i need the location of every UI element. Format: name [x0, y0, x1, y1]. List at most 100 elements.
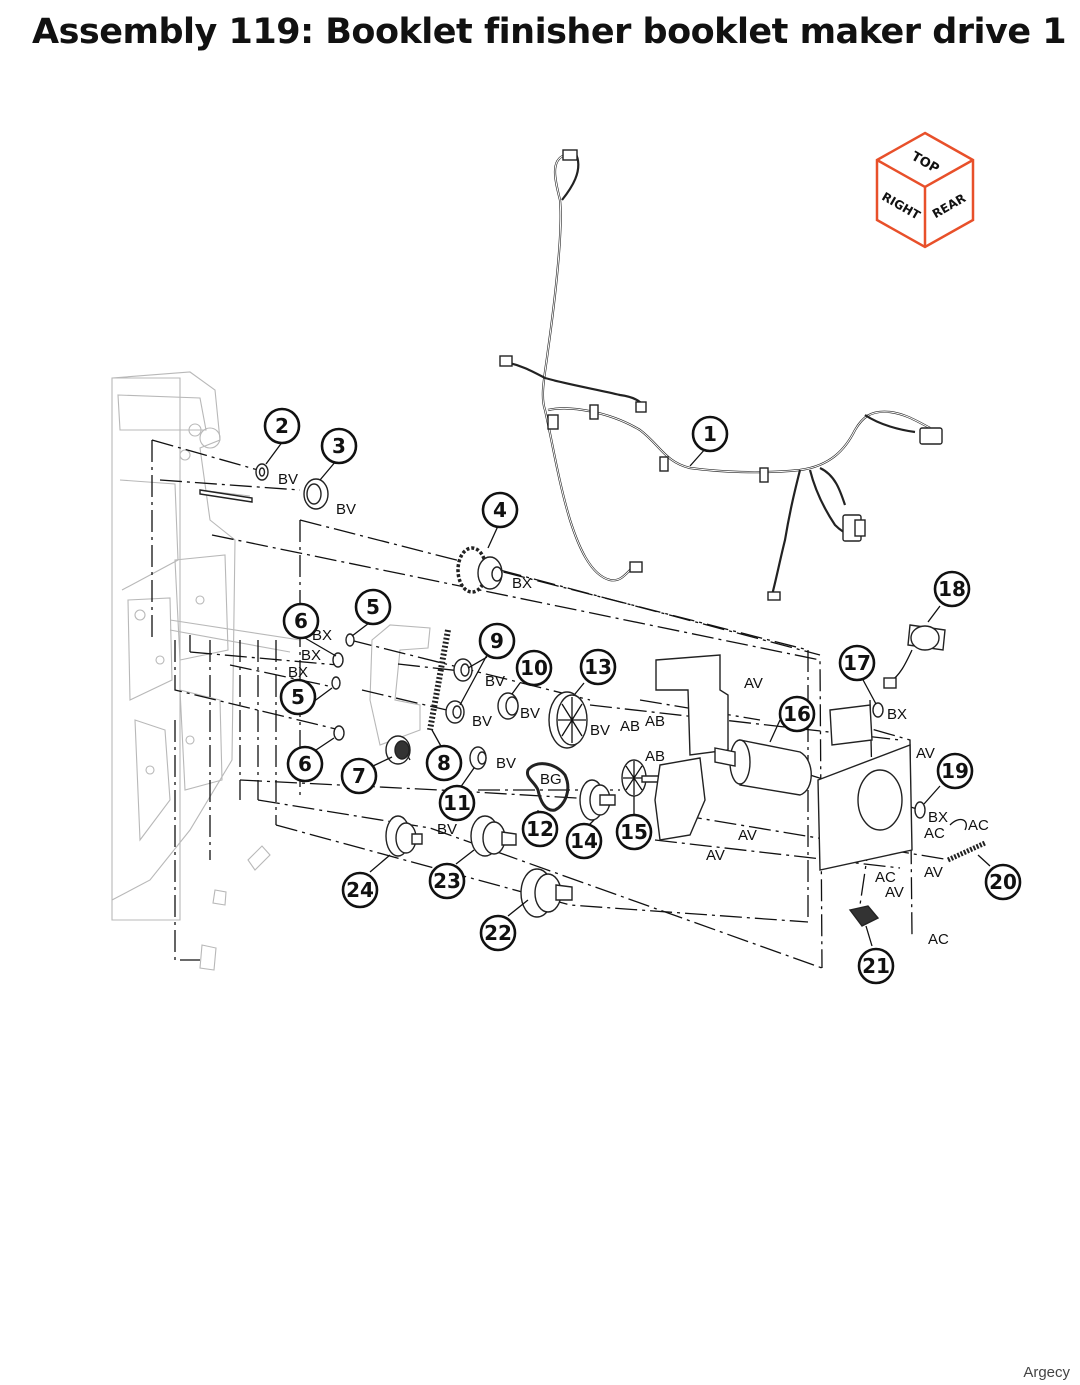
footer-brand: Argecy — [1023, 1364, 1070, 1381]
callout-19: 19 — [936, 752, 974, 790]
callout-22: 22 — [479, 914, 517, 952]
callout-5b: 5 — [279, 678, 317, 716]
wire-harness — [499, 149, 943, 601]
ref-label: BX — [312, 627, 332, 644]
ref-label: BV — [278, 471, 298, 488]
svg-text:20: 20 — [989, 870, 1017, 894]
part-14-pulley — [579, 779, 616, 821]
part-13-pulley — [548, 691, 588, 749]
svg-text:10: 10 — [520, 656, 548, 680]
callout-15: 15 — [615, 813, 653, 851]
svg-text:1: 1 — [703, 422, 717, 446]
ref-label: BV — [485, 673, 505, 690]
svg-text:16: 16 — [783, 702, 811, 726]
ref-label: AV — [885, 884, 904, 901]
part-19-ring — [914, 801, 926, 819]
ref-label: BX — [928, 809, 948, 826]
callout-13: 13 — [579, 648, 617, 686]
ref-label: AB — [645, 748, 665, 765]
part-10-pulley — [497, 692, 519, 720]
svg-text:13: 13 — [584, 655, 612, 679]
svg-text:12: 12 — [526, 817, 554, 841]
ref-label: BV — [496, 755, 516, 772]
ref-label: AC — [928, 931, 949, 948]
ref-label: BX — [512, 575, 532, 592]
ref-label: BV — [472, 713, 492, 730]
svg-text:17: 17 — [843, 651, 871, 675]
part-6-ring-upper — [332, 652, 344, 668]
part-18-solenoid — [883, 624, 946, 689]
ref-label: BX — [288, 664, 308, 681]
svg-text:9: 9 — [490, 629, 504, 653]
svg-text:8: 8 — [437, 751, 451, 775]
part-11-pulley — [469, 746, 487, 770]
part-22-pulley — [520, 868, 573, 918]
callout-7: 7 — [340, 757, 378, 795]
callout-4: 4 — [481, 491, 519, 529]
ref-label: BV — [437, 821, 457, 838]
part-5-ring-lower — [331, 676, 341, 690]
svg-text:5: 5 — [291, 685, 305, 709]
page-title: Assembly 119: Booklet finisher booklet m… — [32, 12, 1067, 52]
ref-label: AB — [620, 718, 640, 735]
svg-text:6: 6 — [294, 609, 308, 633]
ref-label: AV — [916, 745, 935, 762]
part-24-pulley — [385, 815, 423, 857]
frame-linework — [111, 371, 431, 971]
callout-14: 14 — [565, 822, 603, 860]
callout-2: 2 — [263, 407, 301, 445]
callout-11: 11 — [438, 784, 476, 822]
svg-text:24: 24 — [346, 878, 374, 902]
callout-20: 20 — [984, 863, 1022, 901]
part-23-pulley — [470, 815, 517, 857]
ref-label: AV — [744, 675, 763, 692]
part-9-pulleys — [445, 658, 473, 724]
callout-10: 10 — [515, 649, 553, 687]
callout-6a: 6 — [282, 602, 320, 640]
callout-3: 3 — [320, 427, 358, 465]
part-16-motor — [714, 739, 812, 796]
svg-text:21: 21 — [862, 954, 890, 978]
ref-label: BG — [540, 771, 562, 788]
part-6-ring-lower — [333, 725, 345, 741]
callout-6b: 6 — [286, 745, 324, 783]
svg-text:6: 6 — [298, 752, 312, 776]
svg-text:23: 23 — [433, 869, 461, 893]
ref-label: BV — [520, 705, 540, 722]
part-17-ring — [872, 702, 884, 718]
part-7-roller — [385, 735, 411, 765]
ref-label: AC — [924, 825, 945, 842]
ref-label: BX — [887, 706, 907, 723]
callout-23: 23 — [428, 862, 466, 900]
svg-text:11: 11 — [443, 791, 471, 815]
callout-8: 8 — [425, 744, 463, 782]
ref-label: AV — [706, 847, 725, 864]
svg-text:4: 4 — [493, 498, 507, 522]
svg-text:5: 5 — [366, 595, 380, 619]
ref-label: AC — [875, 869, 896, 886]
callout-18: 18 — [933, 570, 971, 608]
callout-21: 21 — [857, 947, 895, 985]
svg-text:19: 19 — [941, 759, 969, 783]
callout-17: 17 — [838, 644, 876, 682]
callout-9: 9 — [478, 622, 516, 660]
orientation-cube: TOP RIGHT REAR — [875, 131, 975, 249]
ref-label: BV — [336, 501, 356, 518]
ref-label: AC — [968, 817, 989, 834]
callout-5a: 5 — [354, 588, 392, 626]
ref-label: AV — [738, 827, 757, 844]
part-2-bushing — [255, 463, 269, 481]
ref-label: BX — [301, 647, 321, 664]
callout-12: 12 — [521, 810, 559, 848]
ref-label: AB — [645, 713, 665, 730]
parts — [199, 463, 987, 927]
reference-labels: BV BV BX BX BX BX BV BV BV BV BV BG AV A… — [278, 471, 989, 948]
callout-1: 1 — [691, 415, 729, 453]
ref-label: BV — [590, 722, 610, 739]
svg-text:18: 18 — [938, 577, 966, 601]
svg-text:15: 15 — [620, 820, 648, 844]
part-4-gear — [456, 546, 503, 594]
part-3-bushing — [303, 478, 329, 510]
svg-text:7: 7 — [352, 764, 366, 788]
